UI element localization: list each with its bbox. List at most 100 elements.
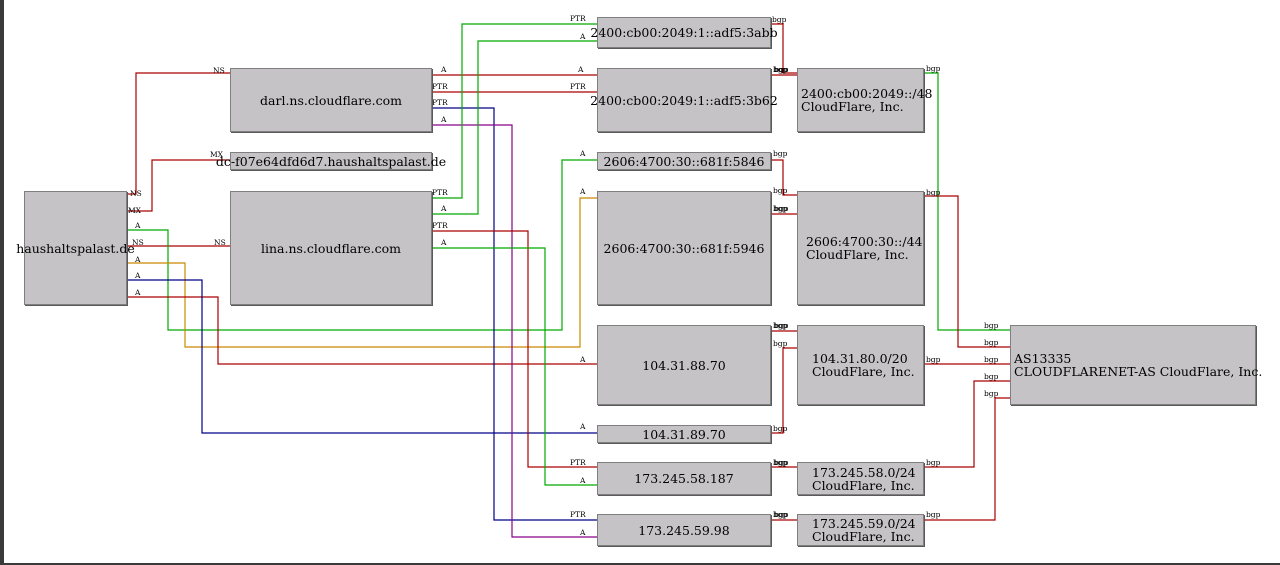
edge-label-tail: PTR	[432, 98, 448, 107]
edge-label-head: A	[579, 187, 586, 196]
node-asn-number: AS13335	[1014, 351, 1072, 366]
edge-label-head: bgp	[773, 186, 788, 195]
edge-label-tail: A	[440, 115, 447, 124]
edge-label-tail: bgp	[773, 149, 788, 158]
edge-label-head: bgp	[774, 510, 789, 519]
edge-label-tail: bgp	[773, 510, 788, 519]
node-prefix-2400-cidr: 2400:cb00:2049::/48	[801, 86, 933, 101]
node-prefix-2606-text: 2606:4700:30::/44 CloudFlare, Inc.	[801, 235, 923, 261]
edge-label-head: A	[577, 65, 584, 74]
edge-ip6_abb-pfx_2400: bgp bgp	[771, 15, 797, 74]
edge-pfx_173_59-asn: bgp bgp	[924, 389, 1010, 521]
edge-line	[924, 397, 1010, 521]
edge-line	[924, 72, 1010, 331]
node-ip-173-245-58-187-label: 173.245.58.187	[634, 471, 734, 486]
node-ip-5946[interactable]: 2606:4700:30::681f:5946	[597, 191, 771, 305]
node-ip-3b62-label: 2400:cb00:2049:1::adf5:3b62	[590, 92, 778, 108]
edge-label-tail: PTR	[432, 188, 448, 197]
edge-label-head: NS	[213, 66, 225, 75]
node-prefix-2606-org: CloudFlare, Inc.	[806, 247, 909, 262]
node-domain[interactable]: haushaltspalast.de	[16, 191, 135, 305]
node-prefix-173-59-text: 173.245.59.0/24 CloudFlare, Inc.	[801, 517, 916, 543]
node-ip-104-31-89-70[interactable]: 104.31.89.70	[597, 425, 771, 443]
edge-ns2-ip6_abb: PTR PTR	[432, 14, 597, 199]
edge-label-head: PTR	[570, 458, 586, 467]
node-ip-3b62[interactable]: 2400:cb00:2049:1::adf5:3b62	[590, 68, 778, 132]
edge-label-tail: bgp	[773, 204, 788, 213]
edge-ns1-ip4_59: AA	[432, 115, 597, 538]
edge-ip6_846-pfx_2606: bgp bgp	[771, 149, 797, 196]
node-prefix-2400[interactable]: 2400:cb00:2049::/48 CloudFlare, Inc.	[797, 68, 933, 132]
edge-label-tail: bgp	[926, 510, 941, 519]
edge-label-tail: A	[134, 221, 141, 230]
node-ip-104-31-88-70-label: 104.31.88.70	[642, 357, 726, 373]
edge-label-tail: bgp	[772, 15, 787, 24]
node-ip-104-31-88-70[interactable]: 104.31.88.70	[597, 325, 771, 405]
node-ip-173-245-58-187[interactable]: 173.245.58.187	[597, 462, 771, 495]
edge-pfx_2400-asn: bgp bgp	[924, 64, 1010, 331]
edge-label-head: A	[579, 528, 586, 537]
edge-domain-ip6_946: AA	[127, 187, 597, 348]
edge-line	[432, 40, 597, 215]
edge-line	[924, 195, 1010, 348]
node-mx-label: dc-f07e64dfd6d7.haushaltspalast.de	[215, 153, 447, 169]
edge-ns2-ip6_abb: AA	[432, 32, 597, 215]
edge-label-tail: bgp	[773, 65, 788, 74]
node-prefix-104[interactable]: 104.31.80.0/20 CloudFlare, Inc.	[797, 325, 924, 405]
edge-label-tail: NS	[130, 189, 142, 198]
node-ns-darl[interactable]: darl.ns.cloudflare.com	[230, 68, 432, 132]
edge-line	[127, 72, 230, 195]
node-ip-3abb[interactable]: 2400:cb00:2049:1::adf5:3abb	[590, 17, 778, 48]
node-prefix-2606[interactable]: 2606:4700:30::/44 CloudFlare, Inc.	[797, 191, 924, 305]
node-ns-lina-label: lina.ns.cloudflare.com	[260, 240, 401, 256]
edge-label-tail: bgp	[773, 321, 788, 330]
edge-line	[432, 107, 597, 521]
edge-line	[771, 23, 797, 74]
edge-pfx_2606-asn: bgp bgp	[924, 188, 1010, 348]
edge-line	[127, 296, 597, 365]
node-ns-darl-label: darl.ns.cloudflare.com	[260, 92, 402, 108]
edge-label-head: bgp	[774, 65, 789, 74]
node-ip-173-245-59-98[interactable]: 173.245.59.98	[597, 514, 771, 546]
node-prefix-173-58-text: 173.245.58.0/24 CloudFlare, Inc.	[801, 466, 916, 492]
node-ip-5946-label: 2606:4700:30::681f:5946	[603, 240, 765, 256]
node-prefix-173-59[interactable]: 173.245.59.0/24 CloudFlare, Inc.	[797, 514, 924, 546]
edge-label-tail: bgp	[926, 188, 941, 197]
edge-label-head: bgp	[984, 355, 999, 364]
edge-label-head: bgp	[773, 339, 788, 348]
edge-line	[127, 279, 597, 434]
node-prefix-173-59-cidr: 173.245.59.0/24	[812, 516, 916, 531]
edge-domain-ip4_8970: AA	[127, 271, 597, 434]
node-asn[interactable]: AS13335 CLOUDFLARENET-AS CloudFlare, Inc…	[1010, 325, 1262, 405]
edge-line	[924, 380, 1010, 468]
node-prefix-173-58[interactable]: 173.245.58.0/24 CloudFlare, Inc.	[797, 462, 924, 495]
node-ip-3abb-label: 2400:cb00:2049:1::adf5:3abb	[590, 25, 778, 40]
edge-label-head: PTR	[570, 510, 586, 519]
edge-label-tail: NS	[132, 238, 144, 247]
edge-label-head: NS	[214, 238, 226, 247]
edge-ns1-ip4_59: PTR PTR	[432, 98, 597, 521]
node-mx[interactable]: dc-f07e64dfd6d7.haushaltspalast.de	[216, 152, 446, 170]
node-prefix-173-58-cidr: 173.245.58.0/24	[812, 464, 916, 480]
node-ip-5846[interactable]: 2606:4700:30::681f:5846	[597, 152, 771, 170]
edge-label-head: bgp	[774, 65, 789, 74]
edge-label-head: A	[579, 355, 586, 364]
edge-label-tail: A	[134, 255, 141, 264]
edge-label-head: bgp	[984, 389, 999, 398]
edge-label-head: bgp	[984, 321, 999, 330]
edge-label-tail: bgp	[926, 64, 941, 73]
node-prefix-104-text: 104.31.80.0/20 CloudFlare, Inc.	[801, 352, 915, 378]
edge-label-head: bgp	[774, 204, 789, 213]
edge-label-tail: MX	[128, 206, 142, 215]
node-ns-lina[interactable]: lina.ns.cloudflare.com	[230, 191, 432, 305]
node-prefix-173-59-org: CloudFlare, Inc.	[812, 529, 915, 544]
edge-label-tail: A	[440, 238, 447, 247]
